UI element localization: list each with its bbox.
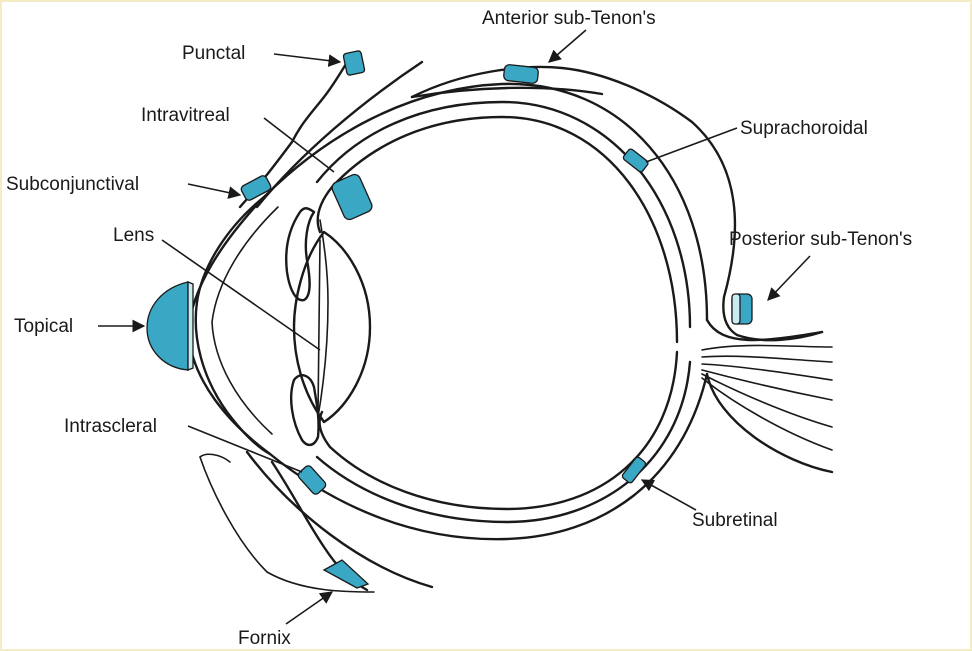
intrascleral-pointer bbox=[187, 425, 303, 473]
labels: Punctal Intravitreal Subconjunctival Len… bbox=[6, 8, 912, 649]
upper-tenon-layer bbox=[410, 65, 824, 342]
topical-implant bbox=[146, 281, 189, 371]
label-posterior-sub-tenons: Posterior sub-Tenon's bbox=[729, 229, 912, 250]
label-punctal: Punctal bbox=[182, 43, 245, 64]
label-suprachoroidal: Suprachoroidal bbox=[740, 118, 868, 139]
upper-lid-conjunctiva bbox=[255, 60, 424, 209]
choroid bbox=[315, 100, 692, 524]
iris bbox=[317, 219, 329, 418]
intravitreal-implant bbox=[331, 173, 373, 221]
lens bbox=[292, 230, 372, 424]
implants bbox=[146, 50, 753, 589]
lens-pointer bbox=[161, 239, 321, 351]
ciliary-body-upper bbox=[285, 207, 316, 302]
lens-capsule-line bbox=[317, 239, 321, 415]
suprachoroidal-implant bbox=[622, 148, 649, 173]
label-anterior-sub-tenons: Anterior sub-Tenon's bbox=[482, 8, 656, 29]
anterior-sub-tenons-arrow bbox=[548, 29, 587, 63]
ciliary-body-lower bbox=[290, 374, 320, 447]
label-subconjunctival: Subconjunctival bbox=[6, 174, 139, 195]
fornix-arrow bbox=[285, 591, 334, 625]
label-fornix: Fornix bbox=[238, 628, 291, 649]
optic-nerve-sheath-top bbox=[705, 318, 824, 342]
optic-nerve-fibers bbox=[701, 344, 833, 451]
suprachoroidal-pointer bbox=[645, 127, 738, 163]
intrascleral-implant bbox=[297, 465, 327, 495]
label-subretinal: Subretinal bbox=[692, 510, 778, 531]
punctal-arrow bbox=[273, 53, 342, 67]
cornea bbox=[194, 195, 272, 456]
anterior-sub-tenons-implant bbox=[503, 64, 539, 84]
label-intrascleral: Intrascleral bbox=[64, 416, 157, 437]
cornea-inner bbox=[211, 206, 279, 435]
eye-anatomy bbox=[186, 60, 834, 593]
optic-nerve-sheath-bottom bbox=[705, 372, 834, 474]
posterior-sub-tenons-arrow bbox=[767, 255, 811, 301]
fornix-implant bbox=[322, 559, 370, 589]
pointers bbox=[98, 29, 811, 625]
lower-lid-thin bbox=[199, 456, 375, 593]
label-intravitreal: Intravitreal bbox=[141, 105, 230, 126]
subretinal-arrow bbox=[640, 479, 697, 511]
retina bbox=[316, 115, 679, 511]
label-topical: Topical bbox=[14, 316, 73, 337]
subconjunctival-implant bbox=[240, 175, 272, 201]
upper-tenon-inner bbox=[410, 86, 604, 99]
lower-tenon-layer bbox=[245, 450, 434, 589]
label-lens: Lens bbox=[113, 225, 154, 246]
subconjunctival-arrow bbox=[187, 183, 242, 199]
subretinal-implant bbox=[621, 456, 647, 484]
punctal-implant bbox=[342, 50, 366, 76]
intravitreal-pointer bbox=[263, 117, 335, 173]
lower-lid-outline bbox=[199, 453, 231, 463]
